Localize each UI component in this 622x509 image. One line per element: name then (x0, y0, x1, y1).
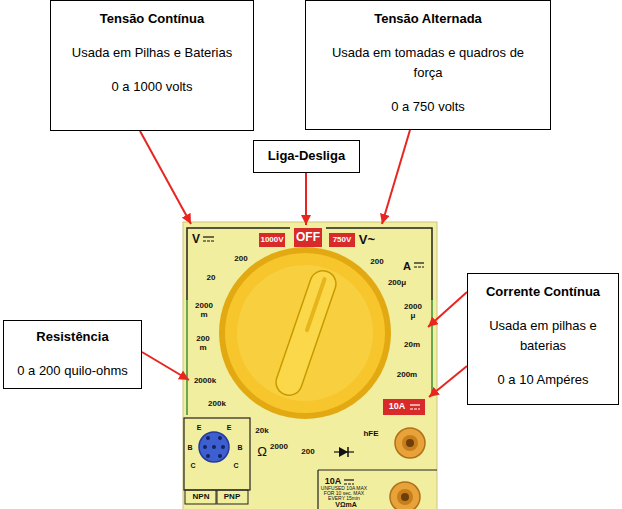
dial-inner (237, 265, 373, 401)
range-badge (329, 233, 355, 247)
dial-marking: 750V (333, 236, 352, 245)
dial-marking: 200m (397, 371, 417, 380)
diode-symbol (334, 447, 354, 457)
dial-knob (273, 267, 340, 398)
hfe-socket (199, 432, 229, 462)
dial-marking: 10A (389, 402, 406, 412)
callout-text: Usada em pilhas e baterias (478, 316, 608, 356)
dial-marking: 200 (301, 448, 314, 457)
dial-marking: V~ (359, 233, 375, 247)
dial-marking: 20m (404, 341, 420, 350)
dc-symbol (410, 405, 420, 409)
socket-frame (184, 418, 250, 490)
dial-ring (219, 247, 391, 419)
dc-symbol (203, 237, 214, 241)
leader-arrow (142, 352, 189, 380)
dial-marking: OFF (296, 231, 320, 244)
dial-marking: 2000k (194, 377, 216, 386)
dial-marking: Ω (257, 445, 267, 459)
dial-marking: 200μ (388, 279, 406, 288)
callout-box: Corrente ContínuaUsada em pilhas e bater… (467, 273, 619, 405)
dial-marking: 1000V (260, 236, 283, 245)
dial-marking: 200 m (196, 335, 209, 353)
socket-tab (185, 490, 216, 504)
socket-tab (217, 490, 248, 504)
dial-marking: V (192, 233, 200, 246)
dial-marking: EVERY 15min (328, 496, 360, 502)
leader-arrow (305, 171, 307, 225)
callout-box: Resistência 0 a 200 quilo-ohms (3, 320, 142, 389)
range-badge (383, 399, 425, 415)
dial (225, 253, 385, 413)
callout-text: 0 a 10 Ampéres (497, 370, 588, 390)
dial-marking: B (187, 444, 192, 452)
dial-marking: VΩmA (335, 501, 357, 509)
dial-marking: E (227, 424, 232, 432)
callout-text: 0 a 200 quilo-ohms (17, 361, 128, 381)
leader-arrow (428, 292, 467, 327)
callout-title: Tensão Contínua (100, 9, 204, 29)
callout-box: Tensão AlternadaUsada em tomadas e quadr… (305, 0, 551, 130)
dial-marking: 2000 (270, 443, 288, 452)
dial-marking: E (197, 424, 202, 432)
callout-text: Usada em tomadas e quadros de força (326, 43, 530, 83)
dial-marking: hFE (363, 430, 378, 439)
off-badge (294, 228, 322, 247)
callout-text: 0 a 1000 volts (112, 77, 193, 97)
callout-text: Usada em Pilhas e Baterias (72, 43, 232, 63)
dc-symbol (414, 263, 424, 267)
leader-arrow (382, 130, 410, 224)
dc-symbol (344, 480, 354, 484)
dial-marking: C (190, 462, 195, 470)
range-divider (186, 300, 188, 415)
leader-arrow (140, 131, 191, 224)
dial-marking: 200k (208, 400, 226, 409)
callout-text: 0 a 750 volts (391, 97, 465, 117)
socket-holes (203, 436, 225, 458)
input-jack (390, 482, 420, 509)
range-divider (431, 300, 433, 395)
callout-box: Liga-Desliga (253, 140, 360, 173)
dial-marking: C (233, 462, 238, 470)
dial-marking: 2000 μ (404, 303, 422, 321)
dial-marking: A (403, 260, 411, 272)
meter-body (183, 222, 437, 509)
dial-marking: B (237, 444, 242, 452)
dial-marking: PNP (224, 493, 240, 502)
dial-marking: 2000 m (195, 302, 213, 320)
range-badge (259, 233, 285, 247)
callout-title: Tensão Alternada (374, 9, 482, 29)
dial-marking: 20 (207, 274, 216, 283)
input-jack (395, 428, 425, 458)
callout-box: Tensão ContínuaUsada em Pilhas e Bateria… (50, 0, 254, 131)
dial-marking: 200 (234, 255, 247, 264)
dial-marking: 20k (255, 427, 268, 436)
callout-title: Resistência (36, 327, 108, 347)
dial-marking: NPN (193, 493, 210, 502)
leader-arrow (429, 366, 467, 397)
callout-title: Liga-Desliga (268, 146, 345, 166)
callout-title: Corrente Contínua (486, 282, 600, 302)
dial-marking: 200 (370, 258, 383, 267)
